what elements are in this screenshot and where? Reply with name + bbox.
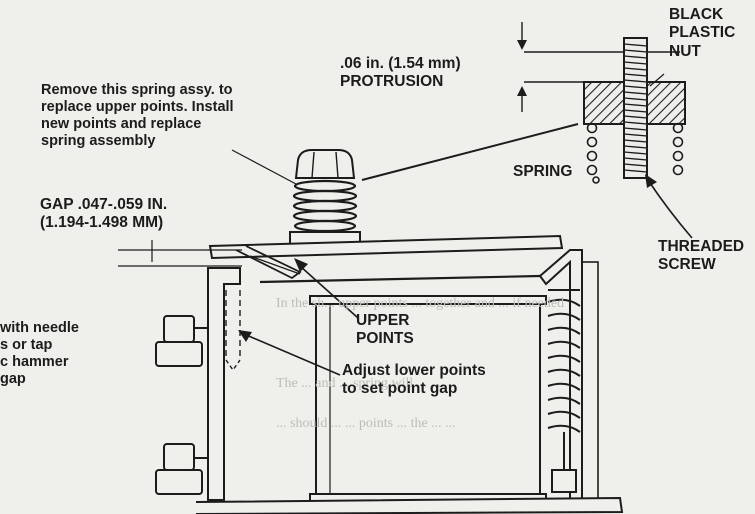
spring-label: SPRING (513, 163, 573, 180)
terminal-bolts (155, 315, 208, 495)
return-spring (547, 289, 581, 493)
upper-spring (292, 179, 358, 233)
adjust-lower-points-note: Adjust lower points to set point gap (342, 362, 486, 398)
bleed-through-line: In the sh... upper points ... together a… (276, 296, 565, 311)
inset-detail (517, 22, 693, 239)
gap-spec-label: GAP .047-.059 IN. (1.194-1.498 MM) (40, 196, 168, 232)
relay-assembly (118, 123, 624, 514)
threaded-screw-label: THREADED SCREW (658, 238, 745, 274)
screw-threads (623, 43, 648, 173)
protrusion-label: .06 in. (1.54 mm) PROTRUSION (340, 55, 461, 91)
remove-spring-note: Remove this spring assy. to replace uppe… (41, 82, 234, 150)
black-plastic-nut-label: BLACK PLASTIC NUT (669, 6, 736, 60)
needle-nose-note: with needle s or tap c hammer gap (0, 320, 79, 388)
bleed-through-line: ... should ... ... points ... the ... ..… (276, 416, 456, 431)
bleed-through-line: The ... and ... spring will ... ... (276, 376, 442, 391)
upper-points-label: UPPER POINTS (356, 312, 414, 348)
inset-spring-coils (586, 122, 684, 184)
